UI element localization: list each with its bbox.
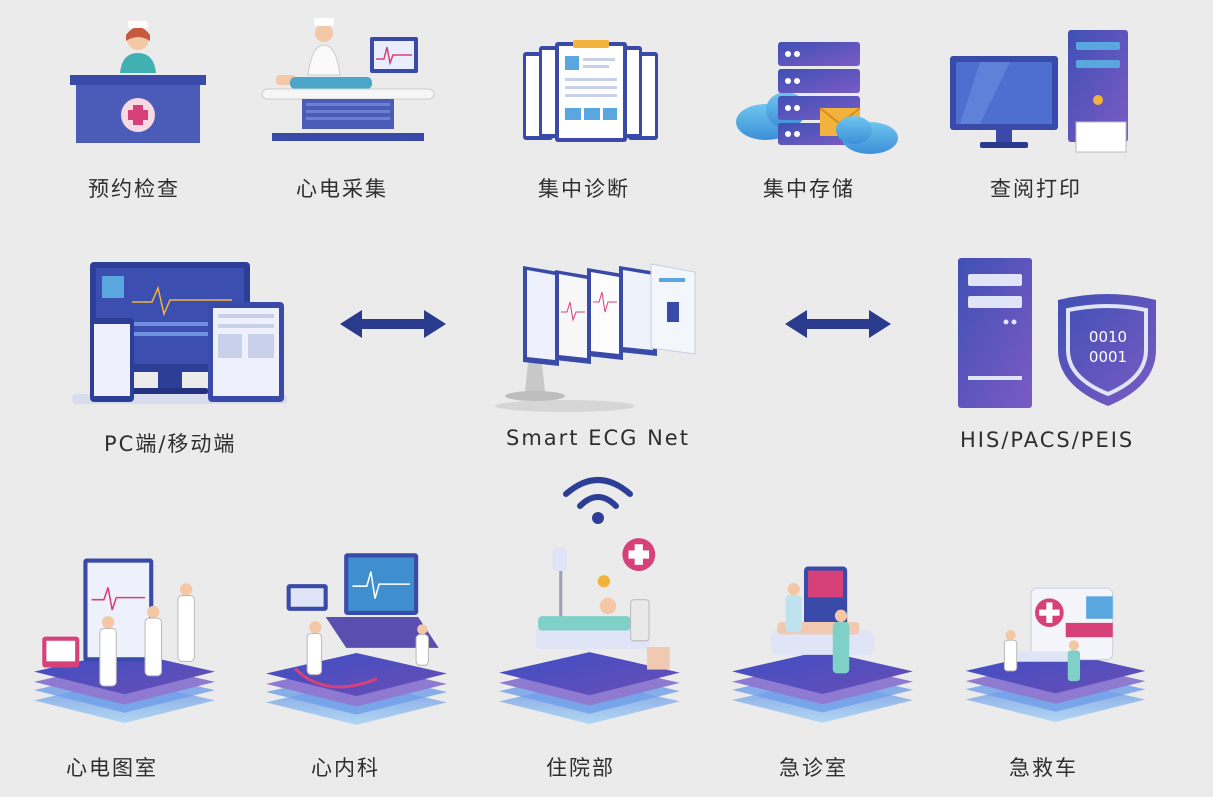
- bidirectional-arrow-right: [785, 310, 891, 338]
- label-inpatient: 住院部: [546, 756, 615, 780]
- label-central-diagnosis: 集中诊断: [538, 177, 630, 201]
- reception-desk-icon: [70, 21, 206, 143]
- label-his-pacs-peis: HIS/PACS/PEIS: [960, 428, 1135, 452]
- monitor-windows-icon: [495, 263, 696, 412]
- shield-text-line-1: 0010: [1089, 328, 1127, 346]
- label-view-print: 查阅打印: [990, 177, 1082, 201]
- label-emergency-room: 急诊室: [779, 756, 848, 780]
- ambulance-icon: [965, 587, 1146, 722]
- label-central-storage: 集中存储: [763, 177, 855, 201]
- label-ambulance: 急救车: [1009, 756, 1078, 780]
- wifi-icon: [563, 477, 633, 524]
- label-reservation: 预约检查: [88, 177, 180, 201]
- label-pc-mobile: PC端/移动端: [104, 432, 237, 456]
- label-cardiology: 心内科: [311, 756, 380, 780]
- label-smart-ecg-net: Smart ECG Net: [506, 426, 690, 450]
- label-ecg-acquisition: 心电采集: [296, 177, 388, 201]
- ecg-room-icon: [34, 558, 215, 723]
- emergency-room-icon: [732, 566, 913, 723]
- server-shield-icon: 0010 0001: [958, 258, 1156, 408]
- computer-printer-icon: [950, 30, 1128, 153]
- cardiology-icon: [266, 553, 447, 725]
- cloud-server-icon: [736, 42, 898, 154]
- multi-device-icon: [72, 262, 287, 404]
- shield-text-line-2: 0001: [1089, 348, 1127, 366]
- report-documents-icon: [523, 40, 658, 142]
- bidirectional-arrow-left: [340, 310, 446, 338]
- inpatient-ward-icon: [499, 538, 680, 724]
- ecg-acquisition-icon: [261, 18, 435, 141]
- label-ecg-room: 心电图室: [66, 756, 158, 780]
